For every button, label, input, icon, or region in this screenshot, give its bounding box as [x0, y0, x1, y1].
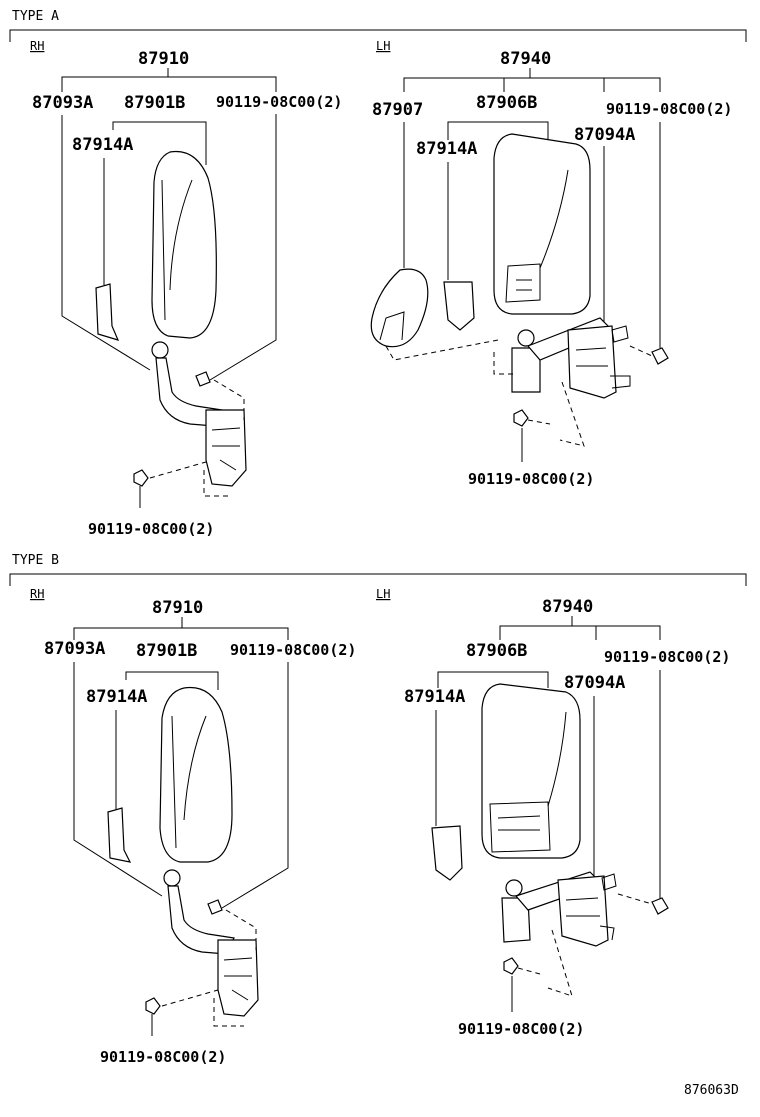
type-a-rh-mirror-detail [161, 179, 193, 321]
type-b-rh-label: RH [30, 587, 44, 601]
type-b-rh-leader-bolt [221, 662, 289, 909]
type-a-lh-part-87914a: 87914A [416, 139, 477, 159]
type-a-lh-bolt-label: 90119-08C00(2) [468, 470, 594, 488]
type-a-lh-part-87094a: 87094A [574, 125, 635, 145]
type-a-bracket [9, 29, 747, 42]
type-a-lh-part-87907: 87907 [372, 100, 423, 120]
type-a-rh-part-87901b: 87901B [124, 93, 185, 113]
type-b-lh-mirror-base [489, 801, 551, 853]
type-a-rh-label: RH [30, 39, 44, 53]
type-b-lh-part-87914a: 87914A [404, 687, 465, 707]
type-a-rh-leader-87901b [112, 121, 207, 165]
type-b-rh-mirror-detail [171, 715, 207, 849]
type-a-rh-part-87914a: 87914A [72, 135, 133, 155]
type-a-lh-bolt-dash-lower [559, 381, 585, 447]
type-b-rh-lower-bolt-icon [145, 997, 161, 1015]
type-b-rh-ball-joint [163, 869, 181, 887]
type-b-rh-assembly-number: 87910 [152, 598, 203, 618]
type-b-rh-leader-87901b [125, 671, 219, 690]
type-b-rh-bracket [217, 939, 259, 1017]
type-a-rh-upper-bolt-icon [195, 371, 211, 387]
type-b-lh-mirror-detail [547, 711, 567, 807]
type-b-lh-bolt-label: 90119-08C00(2) [458, 1020, 584, 1038]
type-a-lh-bolt-dash-upper [629, 345, 653, 357]
type-b-lh-part-87906b: 87906B [466, 641, 527, 661]
type-a-lh-assembly-bracket [403, 68, 661, 92]
type-a-lh-cover-87914a [443, 281, 475, 331]
type-a-rh-leader-bolt [209, 114, 277, 381]
type-b-lh-bracket-tab [601, 873, 617, 891]
type-b-lh-bolt-dash-upper [617, 893, 653, 905]
type-a-rh-lower-bolt-icon [133, 469, 149, 487]
type-a-rh-mirror-head [151, 150, 217, 339]
type-a-lh-lower-bolt-icon [513, 409, 529, 427]
type-a-rh-bracket [205, 409, 247, 487]
type-a-lh-mirror-detail [539, 169, 569, 269]
type-a-rh-ball-joint [151, 341, 169, 359]
type-b-rh-leader-87093a [73, 662, 163, 897]
type-b-lh-part-bolt-ref: 90119-08C00(2) [604, 648, 730, 666]
type-a-lh-ball-joint [517, 329, 535, 347]
type-a-rh-cover-87914a [95, 283, 120, 341]
type-b-rh-assembly-bracket [73, 617, 289, 640]
type-a-rh-assembly-number: 87910 [138, 49, 189, 69]
type-a-lh-under-mirror-87907 [370, 268, 429, 348]
type-b-rh-part-87901b: 87901B [136, 641, 197, 661]
type-b-rh-mirror-head [159, 686, 233, 863]
type-b-rh-part-87914a: 87914A [86, 687, 147, 707]
type-a-lh-upper-bolt-icon [651, 347, 669, 365]
type-a-rh-bolt-dash [149, 461, 207, 479]
type-b-lh-upper-bolt-icon [651, 897, 669, 915]
type-b-lh-label: LH [376, 587, 390, 601]
type-a-rh-bracket-detail [211, 427, 241, 471]
type-b-rh-part-bolt-ref: 90119-08C00(2) [230, 641, 356, 659]
type-a-lh-bracket-tab [611, 325, 629, 343]
type-a-lh-part-87906b: 87906B [476, 93, 537, 113]
type-b-rh-cover-87914a [107, 807, 132, 863]
type-b-lh-cover-87914a [431, 825, 463, 881]
type-b-header: TYPE B [12, 553, 59, 568]
type-b-lh-leader-87906b [437, 671, 549, 688]
type-b-lh-bracket [557, 875, 609, 947]
type-b-lh-bolt-dash-lower [547, 929, 573, 997]
type-b-rh-upper-bolt-icon [207, 899, 223, 915]
type-b-bracket [9, 573, 747, 586]
type-b-lh-bracket-detail [565, 897, 615, 941]
type-a-lh-under-mirror-detail [379, 311, 405, 341]
type-b-lh-mirror-head [481, 683, 581, 859]
type-b-lh-part-87094a: 87094A [564, 673, 625, 693]
type-a-lh-bracket [567, 325, 617, 399]
type-b-rh-bolt-label: 90119-08C00(2) [100, 1048, 226, 1066]
type-a-rh-assembly-bracket [61, 68, 277, 92]
type-a-lh-mirror-base [505, 263, 541, 303]
diagram-code: 876063D [684, 1083, 739, 1098]
type-a-lh-bracket-detail [575, 347, 631, 389]
type-a-rh-bracket-dash [203, 379, 245, 497]
type-a-rh-bolt-label: 90119-08C00(2) [88, 520, 214, 538]
type-b-rh-bolt-dash [161, 989, 219, 1007]
type-b-rh-stay-arm [167, 885, 235, 955]
type-b-rh-part-87093a: 87093A [44, 639, 105, 659]
type-a-lh-leader-87906b [447, 121, 549, 140]
type-b-lh-ball-joint [505, 879, 523, 897]
type-a-rh-leader-87093a [61, 115, 151, 371]
type-a-lh-part-bolt-ref: 90119-08C00(2) [606, 100, 732, 118]
type-a-lh-label: LH [376, 39, 390, 53]
type-a-rh-part-87093a: 87093A [32, 93, 93, 113]
type-b-rh-bracket-detail [223, 957, 253, 1001]
type-b-lh-assembly-number: 87940 [542, 597, 593, 617]
type-b-lh-lower-bolt-dash [517, 967, 541, 975]
type-b-rh-bracket-dash [213, 909, 257, 1027]
type-a-rh-part-bolt-ref: 90119-08C00(2) [216, 93, 342, 111]
type-b-lh-lower-bolt-icon [503, 957, 519, 975]
type-a-lh-mirror-head [493, 133, 591, 315]
type-a-lh-assembly-number: 87940 [500, 49, 551, 69]
type-a-lh-mirror-dash [385, 339, 514, 375]
type-a-lh-lower-bolt-dash [527, 419, 551, 425]
type-a-header: TYPE A [12, 9, 59, 24]
type-b-lh-assembly-bracket [499, 616, 661, 640]
